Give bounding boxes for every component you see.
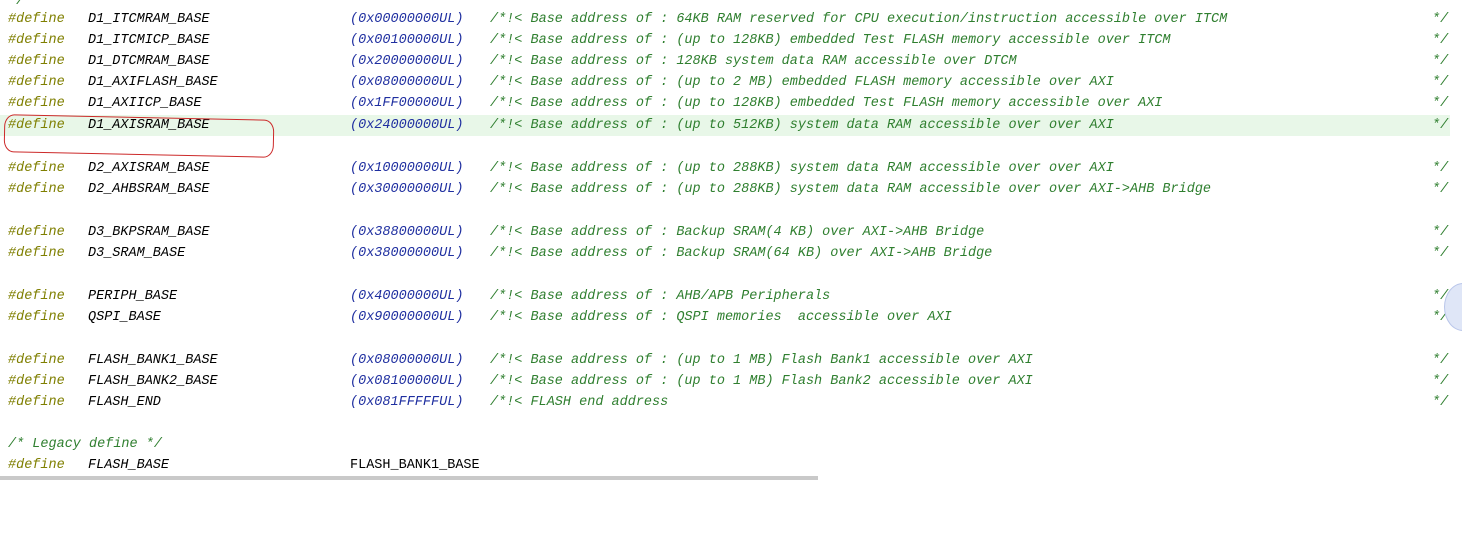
define-keyword: #define <box>8 246 65 261</box>
macro-name: FLASH_END <box>88 395 161 410</box>
macro-name: D1_AXIFLASH_BASE <box>88 75 218 90</box>
define-keyword: #define <box>8 118 65 133</box>
comment-end: */ <box>1432 96 1449 111</box>
code-line[interactable]: #define PERIPH_BASE (0x40000000UL) /*!< … <box>0 286 1450 307</box>
macro-value: (0x10000000UL) <box>350 161 464 176</box>
macro-value: (0x40000000UL) <box>350 289 464 304</box>
code-line[interactable]: #define D1_AXIFLASH_BASE (0x08000000UL) … <box>0 72 1450 93</box>
define-keyword: #define <box>8 310 65 325</box>
macro-comment: /*!< Base address of : (up to 128KB) emb… <box>490 96 1163 111</box>
macro-comment: /*!< Base address of : (up to 128KB) emb… <box>490 33 1171 48</box>
comment-end: */ <box>1432 395 1449 410</box>
define-keyword: #define <box>8 96 65 111</box>
define-keyword: #define <box>8 12 65 27</box>
code-line[interactable]: #define D3_SRAM_BASE (0x38000000UL) /*!<… <box>0 243 1450 264</box>
define-keyword: #define <box>8 33 65 48</box>
macro-value: (0x081FFFFFUL) <box>350 395 464 410</box>
code-line[interactable]: #define FLASH_BANK1_BASE (0x08000000UL) … <box>0 350 1450 371</box>
macro-value: (0x00100000UL) <box>350 33 464 48</box>
macro-comment: /*!< Base address of : (up to 288KB) sys… <box>490 161 1114 176</box>
macro-value: (0x90000000UL) <box>350 310 464 325</box>
define-keyword: #define <box>8 182 65 197</box>
code-line[interactable]: #define D1_DTCMRAM_BASE (0x20000000UL) /… <box>0 51 1450 72</box>
code-line[interactable]: #define D1_AXIICP_BASE (0x1FF00000UL) /*… <box>0 93 1450 114</box>
macro-name: D1_AXIICP_BASE <box>88 96 202 111</box>
macro-name: D1_ITCMRAM_BASE <box>88 12 210 27</box>
define-keyword: #define <box>8 75 65 90</box>
code-line[interactable]: #define D1_ITCMICP_BASE (0x00100000UL) /… <box>0 30 1450 51</box>
define-keyword: #define <box>8 161 65 176</box>
horizontal-scrollbar[interactable] <box>0 476 818 480</box>
comment-end: */ <box>1432 12 1449 27</box>
macro-name: FLASH_BANK2_BASE <box>88 374 218 389</box>
code-line[interactable]: #define D1_ITCMRAM_BASE (0x00000000UL) /… <box>0 9 1450 30</box>
comment-end: */ <box>1432 118 1449 133</box>
code-editor[interactable]: */ #define D1_ITCMRAM_BASE (0x00000000UL… <box>0 0 1462 480</box>
define-keyword: #define <box>8 289 65 304</box>
define-keyword: #define <box>8 374 65 389</box>
code-line[interactable]: #define D2_AHBSRAM_BASE (0x30000000UL) /… <box>0 179 1450 200</box>
macro-value: (0x00000000UL) <box>350 12 464 27</box>
define-keyword: #define <box>8 54 65 69</box>
macro-value: (0x08000000UL) <box>350 75 464 90</box>
macro-comment: /*!< Base address of : (up to 512KB) sys… <box>490 118 1114 133</box>
comment-end: */ <box>1432 225 1449 240</box>
macro-value: (0x38000000UL) <box>350 246 464 261</box>
code-line[interactable]: /* Legacy define */ <box>0 434 1450 455</box>
code-line[interactable]: #define QSPI_BASE (0x90000000UL) /*!< Ba… <box>0 307 1450 328</box>
comment-end: */ <box>1432 33 1449 48</box>
code-line[interactable]: #define FLASH_BANK2_BASE (0x08100000UL) … <box>0 371 1450 392</box>
define-keyword: #define <box>8 225 65 240</box>
macro-comment: /*!< Base address of : QSPI memories acc… <box>490 310 952 325</box>
macro-name: FLASH_BASE <box>88 458 170 473</box>
comment-end: */ <box>1432 75 1449 90</box>
macro-name: D2_AHBSRAM_BASE <box>88 182 210 197</box>
macro-value: (0x1FF00000UL) <box>350 96 464 111</box>
define-keyword: #define <box>8 395 65 410</box>
comment-end: */ <box>1432 161 1449 176</box>
code-line[interactable]: #define D2_AXISRAM_BASE (0x10000000UL) /… <box>0 158 1450 179</box>
macro-value: (0x30000000UL) <box>350 182 464 197</box>
define-keyword: #define <box>8 458 65 473</box>
code-line[interactable]: #define FLASH_END (0x081FFFFFUL) /*!< FL… <box>0 392 1450 413</box>
macro-comment: /*!< FLASH end address <box>490 395 669 410</box>
macro-value: (0x08000000UL) <box>350 353 464 368</box>
macro-name: D1_AXISRAM_BASE <box>88 118 210 133</box>
comment-end: */ <box>1432 246 1449 261</box>
code-line[interactable]: #define FLASH_BASE FLASH_BANK1_BASE <box>0 455 1450 476</box>
macro-value: FLASH_BANK1_BASE <box>350 458 480 473</box>
comment-end: */ <box>1432 353 1449 368</box>
macro-comment: /*!< Base address of : (up to 1 MB) Flas… <box>490 353 1033 368</box>
macro-comment: /*!< Base address of : 64KB RAM reserved… <box>490 12 1228 27</box>
macro-name: QSPI_BASE <box>88 310 161 325</box>
macro-comment: /*!< Base address of : Backup SRAM(64 KB… <box>490 246 993 261</box>
macro-value: (0x24000000UL) <box>350 118 464 133</box>
code-line-current[interactable]: #define D1_AXISRAM_BASE (0x24000000UL) /… <box>0 115 1450 136</box>
macro-comment: /*!< Base address of : (up to 1 MB) Flas… <box>490 374 1033 389</box>
comment-end: */ <box>1432 182 1449 197</box>
macro-name: D3_BKPSRAM_BASE <box>88 225 210 240</box>
macro-comment: /*!< Base address of : Backup SRAM(4 KB)… <box>490 225 985 240</box>
comment-end: */ <box>1432 374 1449 389</box>
macro-value: (0x38800000UL) <box>350 225 464 240</box>
macro-name: FLASH_BANK1_BASE <box>88 353 218 368</box>
legacy-comment: /* Legacy define */ <box>8 437 162 452</box>
macro-comment: /*!< Base address of : (up to 288KB) sys… <box>490 182 1212 197</box>
macro-name: D1_ITCMICP_BASE <box>88 33 210 48</box>
macro-value: (0x20000000UL) <box>350 54 464 69</box>
macro-comment: /*!< Base address of : 128KB system data… <box>490 54 1017 69</box>
macro-name: D1_DTCMRAM_BASE <box>88 54 210 69</box>
macro-name: D2_AXISRAM_BASE <box>88 161 210 176</box>
macro-comment: /*!< Base address of : AHB/APB Periphera… <box>490 289 831 304</box>
code-line[interactable]: #define D3_BKPSRAM_BASE (0x38800000UL) /… <box>0 222 1450 243</box>
macro-comment: /*!< Base address of : (up to 2 MB) embe… <box>490 75 1114 90</box>
macro-value: (0x08100000UL) <box>350 374 464 389</box>
macro-name: D3_SRAM_BASE <box>88 246 186 261</box>
macro-name: PERIPH_BASE <box>88 289 178 304</box>
comment-fragment: */ <box>8 0 25 9</box>
comment-end: */ <box>1432 54 1449 69</box>
define-keyword: #define <box>8 353 65 368</box>
